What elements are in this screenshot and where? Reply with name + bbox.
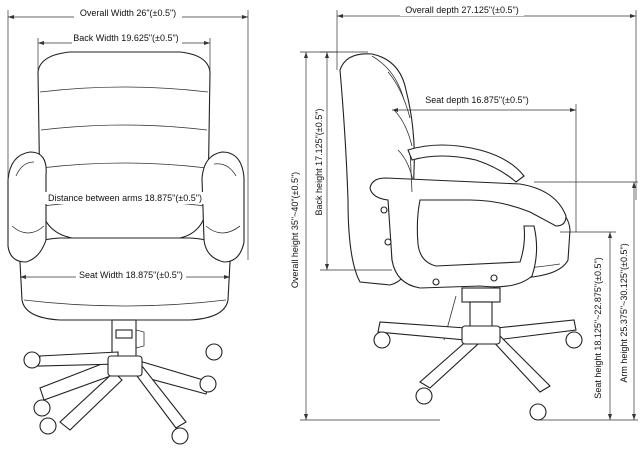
label-back-width: Back Width 19.625"(±0.5") — [73, 33, 178, 43]
label-overall-width: Overall Width 26"(±0.5") — [80, 8, 176, 18]
label-overall-height: Overall height 35"~40"(±0.5") — [290, 172, 300, 288]
label-seat-height: Seat height 18.125"~22.875"(±0.5") — [593, 257, 603, 398]
dimension-seat-depth: Seat depth 16.875"(±0.5") — [392, 94, 577, 232]
label-distance-between-arms: Distance between arms 18.875"(±0.5") — [48, 193, 202, 203]
label-seat-width: Seat Width 18.875"(±0.5") — [79, 270, 183, 280]
dimension-overall-height: Overall height 35"~40"(±0.5") — [289, 51, 440, 421]
dimension-back-width: Back Width 19.625"(±0.5") — [37, 32, 211, 70]
dimension-arm-height: Arm height 25.375"~30.125"(±0.5") — [534, 181, 638, 421]
dimension-seat-width: Seat Width 18.875"(±0.5") — [20, 269, 230, 281]
dimension-seat-height: Seat height 18.125"~22.875"(±0.5") — [540, 231, 616, 421]
dimension-distance-between-arms: Distance between arms 18.875"(±0.5") — [45, 192, 205, 204]
side-view-chair — [339, 53, 583, 421]
front-view-chair — [7, 51, 245, 445]
dimension-back-height: Back height 17.125"(±0.5") — [312, 51, 392, 271]
dimension-overall-width: Overall Width 26"(±0.5") — [7, 7, 249, 260]
label-overall-depth: Overall depth 27.125"(±0.5") — [405, 5, 518, 15]
label-arm-height: Arm height 25.375"~30.125"(±0.5") — [619, 243, 629, 382]
label-seat-depth: Seat depth 16.875"(±0.5") — [425, 95, 528, 105]
label-back-height: Back height 17.125"(±0.5") — [314, 109, 324, 216]
dimension-overall-depth: Overall depth 27.125"(±0.5") — [336, 4, 637, 200]
